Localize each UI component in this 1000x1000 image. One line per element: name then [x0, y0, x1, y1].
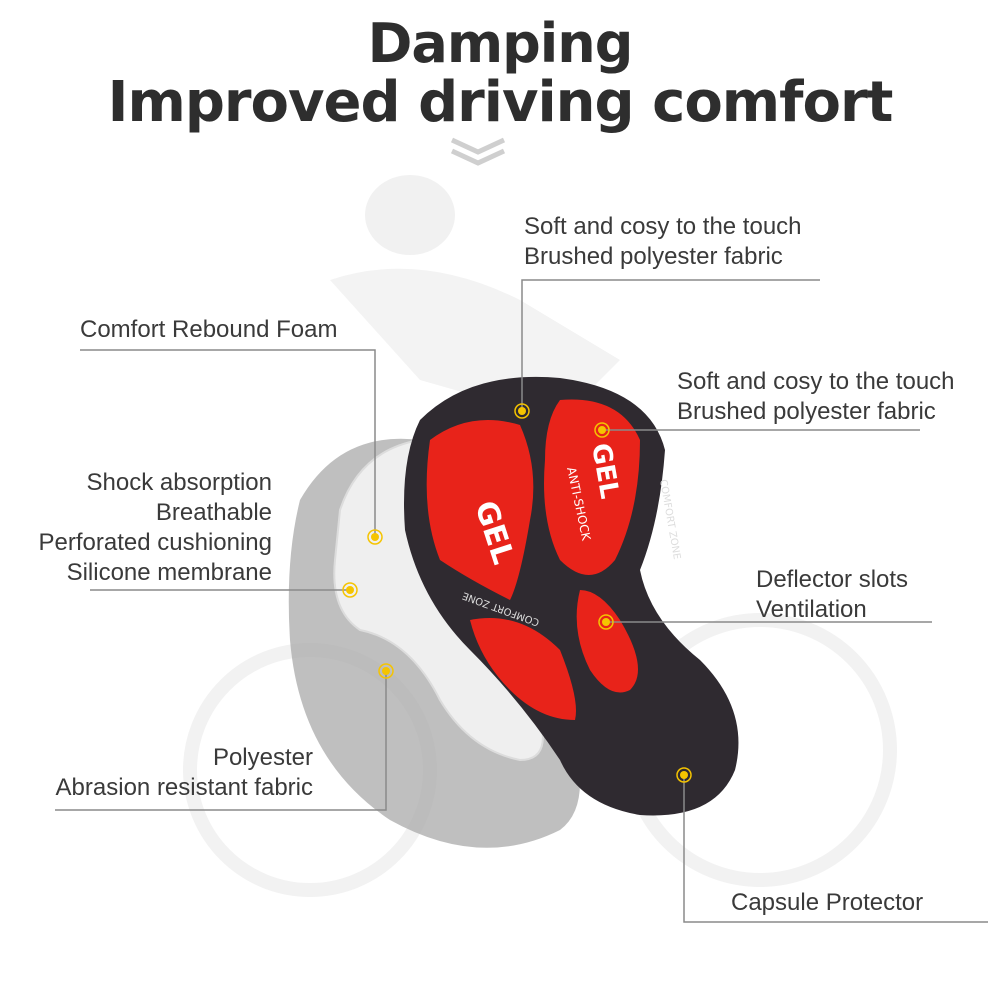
dot-icon — [598, 614, 614, 630]
callout-rebound-foam: Comfort Rebound Foam — [80, 315, 337, 345]
callout-capsule-protector: Capsule Protector — [731, 888, 923, 918]
callout-line: Deflector slots — [756, 566, 909, 593]
callout-line: Perforated cushioning — [38, 529, 272, 556]
dot-icon — [514, 403, 530, 419]
callout-line: Abrasion resistant fabric — [55, 774, 313, 801]
callout-shock-absorption: Shock absorption Breathable Perforated c… — [39, 468, 272, 588]
dot-icon — [342, 582, 358, 598]
page-subtitle: Improved driving comfort — [107, 70, 894, 135]
callout-line: Soft and cosy to the touch — [524, 213, 802, 240]
page-title: Damping — [367, 12, 634, 75]
callout-line: Shock absorption — [86, 469, 272, 496]
callout-line: Comfort Rebound Foam — [80, 316, 338, 343]
callout-polyester: Polyester Abrasion resistant fabric — [56, 743, 313, 803]
callout-deflector-slots: Deflector slots Ventilation — [756, 565, 908, 625]
dot-icon — [594, 422, 610, 438]
callout-line: Polyester — [212, 744, 313, 771]
dot-icon — [676, 767, 692, 783]
chevron-down-icon — [450, 137, 506, 166]
callout-lines — [55, 279, 988, 923]
dot-icon — [378, 663, 394, 679]
callout-right-fabric: Soft and cosy to the touch Brushed polye… — [677, 367, 955, 427]
callout-dots — [342, 403, 692, 783]
gel-panel-right — [544, 399, 640, 575]
dot-icon — [367, 529, 383, 545]
callout-top-fabric: Soft and cosy to the touch Brushed polye… — [524, 212, 802, 272]
gel-panel-center — [576, 590, 638, 693]
gel-panel-lower — [470, 618, 576, 720]
callout-line: Breathable — [155, 499, 272, 526]
gel-panel-left — [426, 420, 534, 600]
callout-line: Ventilation — [756, 596, 867, 623]
comfort-zone-label-right: COMFORT ZONE — [657, 479, 682, 561]
callout-line: Brushed polyester fabric — [524, 243, 783, 270]
callout-line: Capsule Protector — [731, 889, 924, 916]
callout-line: Soft and cosy to the touch — [677, 368, 955, 395]
callout-line: Brushed polyester fabric — [677, 398, 936, 425]
callout-line: Silicone membrane — [66, 559, 272, 586]
